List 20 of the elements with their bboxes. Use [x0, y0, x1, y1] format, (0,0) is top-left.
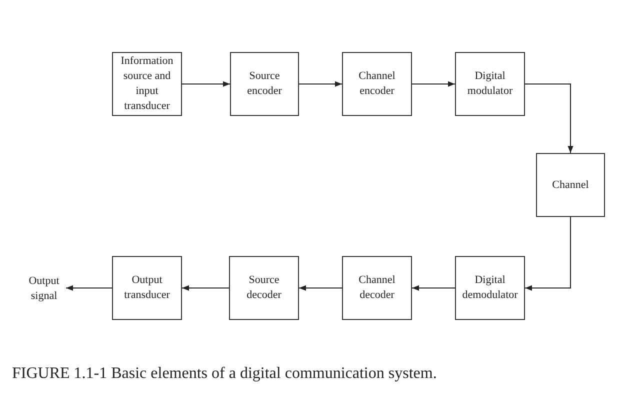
- process-box: Output transducer: [112, 256, 182, 320]
- arrow: [524, 84, 574, 154]
- process-box: Digital demodulator: [455, 256, 525, 320]
- arrow: [182, 285, 230, 291]
- arrow: [66, 285, 112, 291]
- process-box: Channel decoder: [342, 256, 412, 320]
- process-box: Digital modulator: [455, 52, 525, 116]
- process-box: Source encoder: [230, 52, 299, 116]
- arrow: [412, 285, 456, 291]
- arrow: [298, 285, 342, 291]
- process-box: Channel encoder: [342, 52, 412, 116]
- signal-label: Output signal: [22, 274, 66, 304]
- process-box: Information source and input transducer: [112, 52, 182, 116]
- arrow: [524, 216, 571, 291]
- arrow: [412, 81, 456, 87]
- process-box: Source decoder: [229, 256, 299, 320]
- arrow: [298, 81, 342, 87]
- process-box: Channel: [536, 153, 605, 217]
- figure-caption: FIGURE 1.1-1 Basic elements of a digital communication system.: [12, 364, 437, 384]
- arrow: [182, 81, 230, 87]
